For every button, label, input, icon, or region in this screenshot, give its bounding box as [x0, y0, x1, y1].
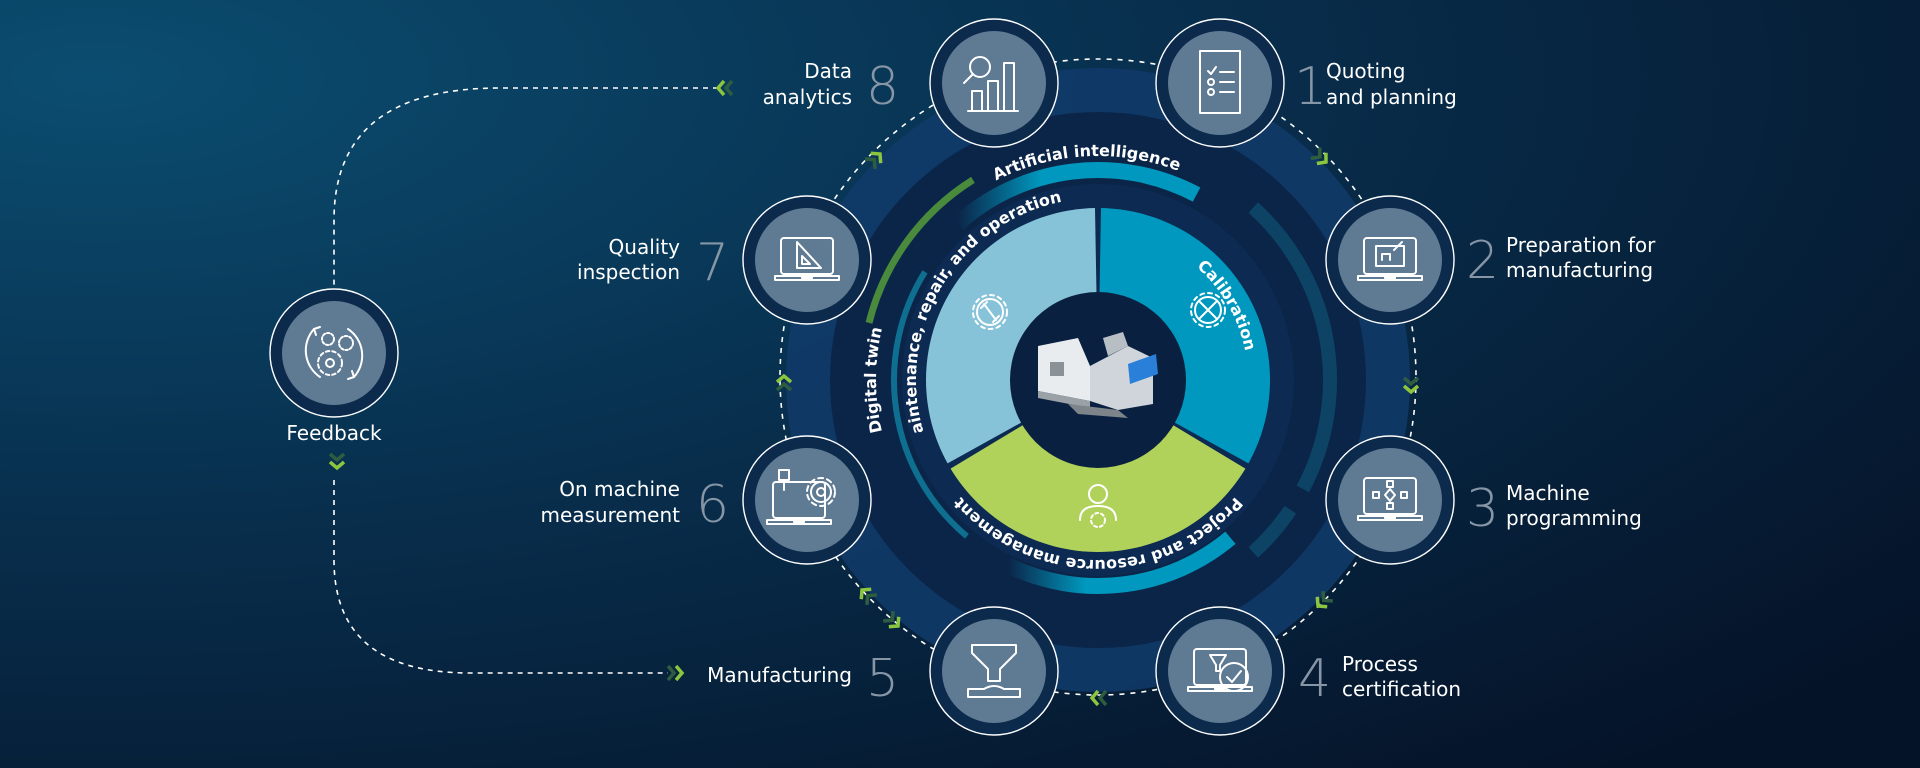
svg-text:6: 6 — [696, 475, 729, 535]
analytics-icon — [963, 56, 1019, 112]
step-7-node[interactable] — [742, 195, 872, 325]
svg-text:Manufacturing: Manufacturing — [707, 663, 852, 687]
svg-text:Quality: Quality — [609, 235, 681, 259]
svg-text:analytics: analytics — [763, 85, 852, 109]
step-6-label: 6 On machine measurement — [540, 475, 729, 535]
wrench-gear-icon — [972, 294, 1008, 330]
process-cycle-path — [779, 58, 1417, 696]
svg-text:measurement: measurement — [540, 503, 680, 527]
svg-text:2: 2 — [1466, 231, 1499, 291]
svg-text:and planning: and planning — [1326, 85, 1457, 109]
inner-teal-arc — [891, 270, 969, 539]
svg-text:5: 5 — [866, 649, 899, 709]
ai-band — [952, 162, 1201, 230]
step-8-node[interactable] — [929, 18, 1059, 148]
svg-text:1: 1 — [1294, 57, 1327, 117]
step-8-label: 8 Data analytics — [763, 57, 900, 117]
feedback-label: Feedback — [286, 421, 382, 445]
step-1-label: 1 Quoting and planning — [1294, 57, 1457, 117]
laptop-flowchart-icon — [1357, 477, 1423, 521]
laptop-blueprint-icon — [1357, 237, 1423, 281]
nozzle-icon — [967, 644, 1021, 698]
step-6-node[interactable] — [742, 435, 872, 565]
svg-text:8: 8 — [866, 57, 899, 117]
feedback-path-bottom — [333, 480, 668, 674]
step-7-label: 7 Quality inspection — [577, 233, 729, 293]
svg-text:On machine: On machine — [559, 477, 680, 501]
right-dark-arc — [1248, 202, 1337, 493]
step-2-label: 2 Preparation for manufacturing — [1466, 231, 1656, 291]
svg-text:Process: Process — [1342, 652, 1418, 676]
laptop-ruler-icon — [774, 237, 840, 281]
svg-text:Machine: Machine — [1506, 481, 1590, 505]
right-dark-arc-segment — [1248, 505, 1297, 558]
step-4-label: 4 Process certification — [1298, 649, 1461, 709]
step-1-node[interactable] — [1155, 18, 1285, 148]
machine-tool-image — [1038, 332, 1158, 418]
svg-text:Quoting: Quoting — [1326, 59, 1405, 83]
svg-text:certification: certification — [1342, 677, 1461, 701]
step-5-node[interactable] — [929, 606, 1059, 736]
step-3-label: 3 Machine programming — [1466, 479, 1642, 539]
project-band — [1004, 531, 1236, 594]
step-2-node[interactable] — [1325, 195, 1455, 325]
svg-text:manufacturing: manufacturing — [1506, 258, 1653, 282]
svg-text:Data: Data — [804, 59, 852, 83]
step-3-node[interactable] — [1325, 435, 1455, 565]
svg-text:Preparation for: Preparation for — [1506, 233, 1656, 257]
digital-twin-arc — [865, 176, 975, 324]
step-5-label: 5 Manufacturing — [707, 649, 899, 709]
tools-gear-icon — [1190, 292, 1226, 328]
svg-text:7: 7 — [696, 233, 729, 293]
svg-text:inspection: inspection — [577, 260, 680, 284]
person-gear-icon — [1079, 484, 1117, 528]
gears-cycle-icon — [304, 326, 364, 380]
feedback-node[interactable] — [269, 288, 399, 418]
svg-text:3: 3 — [1466, 479, 1499, 539]
svg-text:programming: programming — [1506, 506, 1642, 530]
checklist-icon — [1199, 50, 1241, 114]
svg-text:4: 4 — [1298, 649, 1331, 709]
laptop-gear-icon — [766, 469, 836, 525]
laptop-check-icon — [1187, 648, 1253, 692]
step-4-node[interactable] — [1155, 606, 1285, 736]
